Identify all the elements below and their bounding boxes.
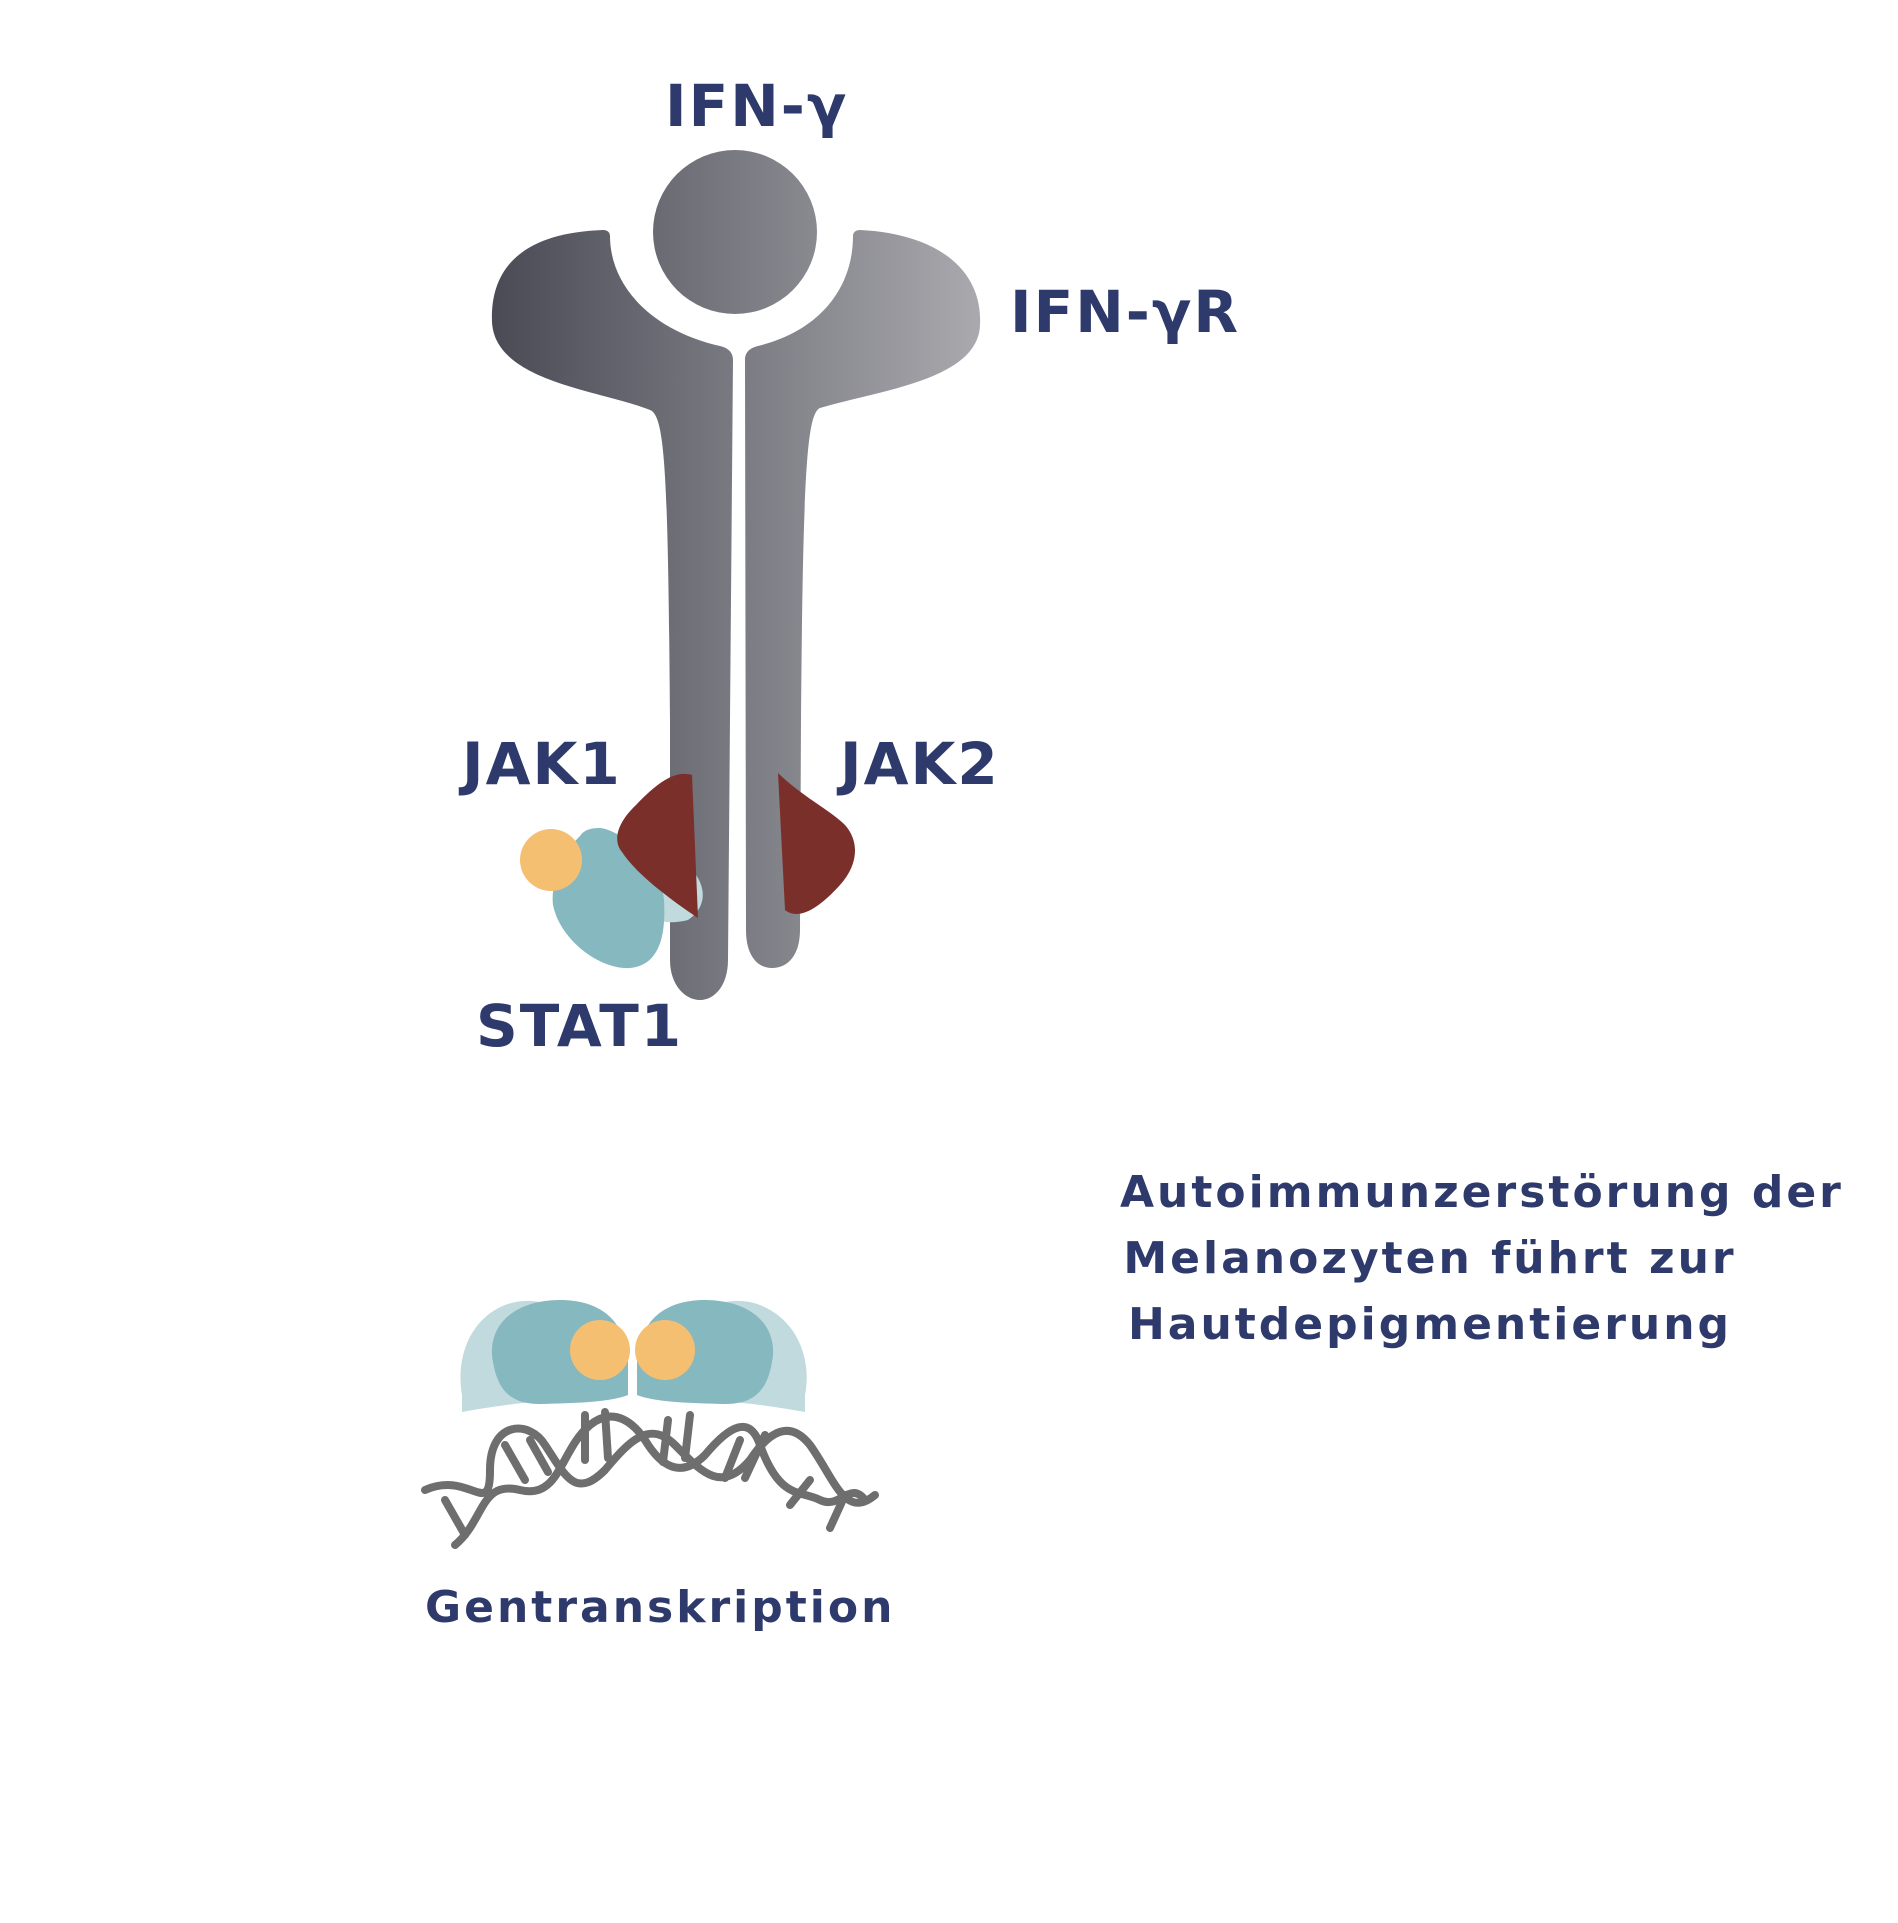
ifn-gamma-ligand: [653, 150, 817, 314]
description-line: Melanozyten führt zur: [1123, 1233, 1737, 1284]
phosphate-group-dimer-right: [635, 1320, 695, 1380]
description-line: Hautdepigmentierung: [1127, 1299, 1733, 1350]
label-ifn-gamma-receptor: IFN-γR: [1010, 278, 1240, 346]
jak2-kinase: [778, 773, 856, 914]
jak1-kinase: [617, 773, 698, 918]
phosphate-group-dimer-left: [570, 1320, 630, 1380]
description-text: Autoimmunzerstörung der Melanozyten führ…: [1120, 1160, 1844, 1358]
phosphate-group: [520, 829, 582, 891]
label-jak2: JAK2: [840, 730, 1000, 798]
label-gene-transcription: Gentranskription: [425, 1582, 896, 1633]
label-jak1: JAK1: [462, 730, 622, 798]
label-ifn-gamma: IFN-γ: [665, 72, 849, 140]
dna-double-helix: [421, 1408, 879, 1549]
description-line: Autoimmunzerstörung der: [1120, 1167, 1844, 1218]
label-stat1: STAT1: [476, 992, 684, 1060]
receptor-chain-right: [745, 230, 981, 968]
